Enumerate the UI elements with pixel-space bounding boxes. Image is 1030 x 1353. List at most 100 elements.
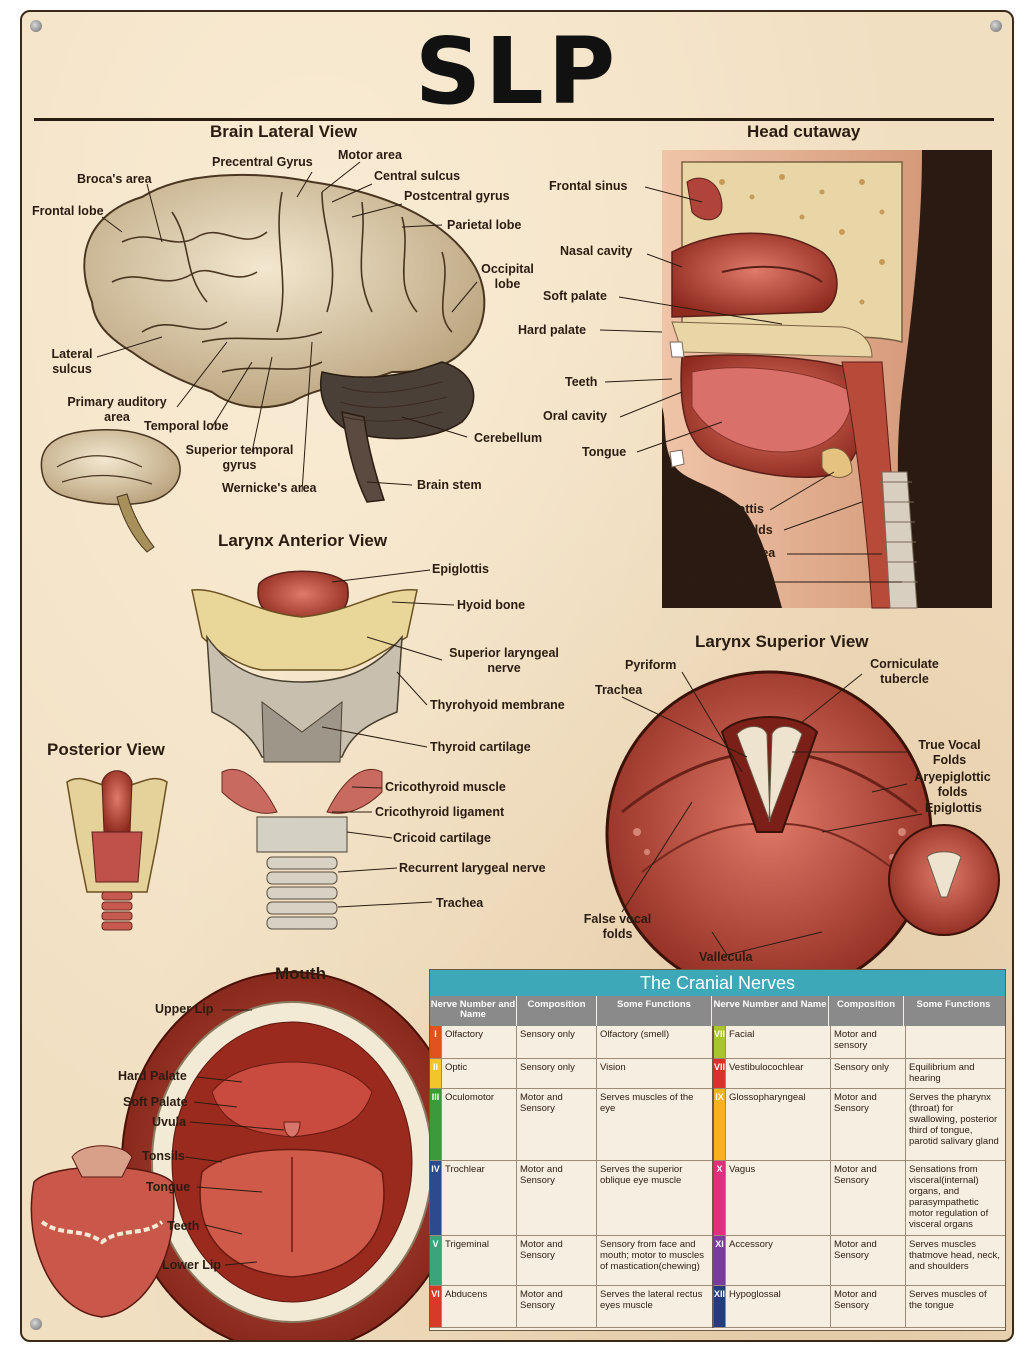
nerve-number-badge: III (430, 1089, 442, 1160)
col-header-functions: Some Functions (916, 999, 991, 1010)
nerve-number-badge: IX (714, 1089, 726, 1160)
nerve-number-badge: XI (714, 1236, 726, 1285)
nerve-number-badge: X (714, 1161, 726, 1235)
nerve-composition: Motor and Sensory (831, 1286, 906, 1327)
screw-icon (990, 20, 1002, 32)
nerve-number-badge: I (430, 1026, 442, 1058)
label-tongue-mouth: Tongue (146, 1180, 191, 1194)
cranial-nerves-title: The Cranial Nerves (430, 970, 1005, 996)
label-oral-cavity: Oral cavity (543, 409, 607, 423)
nerve-number-badge: IV (430, 1161, 442, 1235)
label-parietal-lobe: Parietal lobe (447, 218, 522, 232)
nerve-functions (906, 1026, 1005, 1058)
label-nasal-cavity: Nasal cavity (560, 244, 633, 258)
posterior-view-title: Posterior View (47, 740, 165, 759)
label-superior-temporal-gyrus: Superior temporal gyrus (185, 443, 294, 472)
label-wernickes-area: Wernicke's area (222, 481, 317, 495)
label-false-vocal-folds: False vocal folds (583, 912, 652, 941)
label-trachea: Trachea (728, 546, 776, 560)
nerve-number-badge: VIII (714, 1059, 726, 1088)
nerve-number-badge: XII (714, 1286, 726, 1327)
label-aryepiglottic-folds: Aryepiglottic folds (914, 770, 991, 799)
head-section-title: Head cutaway (747, 122, 861, 141)
nerve-functions: Serves the lateral rectus eyes muscle (600, 1289, 703, 1311)
label-lateral-sulcus: Lateral sulcus (51, 347, 93, 376)
nerve-functions: Equilibrium and hearing (909, 1062, 975, 1084)
label-epiglottis-anterior: Epiglottis (432, 562, 489, 576)
nerve-name: Trigeminal (442, 1236, 517, 1285)
slp-poster: SLP (20, 10, 1014, 1342)
label-occipital-lobe: Occipital lobe (481, 262, 534, 291)
col-header-functions: Some Functions (597, 996, 712, 1026)
nerve-number-badge: II (430, 1059, 442, 1088)
label-hard-palate: Hard palate (518, 323, 587, 337)
title-divider (34, 118, 994, 121)
label-frontal-sinus: Frontal sinus (549, 179, 628, 193)
nerve-functions: Serves muscles thatmove head, neck, and … (909, 1239, 1000, 1272)
nerve-name: Trochlear (442, 1161, 517, 1235)
label-precentral-gyrus: Precentral Gyrus (212, 155, 313, 169)
label-primary-auditory-area: Primary auditory area (67, 395, 167, 424)
label-pyriform: Pyriform (625, 658, 677, 672)
nerve-functions: Serves muscles of the tongue (909, 1289, 987, 1311)
label-esophagus: Esophagus (690, 575, 758, 589)
col-header-composition: Composition (829, 996, 904, 1026)
label-brain-stem: Brain stem (417, 478, 482, 492)
label-hyoid-bone: Hyoid bone (457, 598, 526, 612)
brain-section-title: Brain Lateral View (210, 122, 358, 141)
label-brocas-area: Broca's area (77, 172, 152, 186)
nerve-composition: Sensory only (517, 1059, 597, 1088)
label-cricoid-cartilage: Cricoid cartilage (393, 831, 491, 845)
nerve-composition: Motor and Sensory (831, 1161, 906, 1235)
label-recurrent-laryngeal-nerve: Recurrent larygeal nerve (399, 861, 546, 875)
screw-icon (30, 1318, 42, 1330)
label-postcentral-gyrus: Postcentral gyrus (404, 189, 510, 203)
cranial-nerves-header-row: Nerve Number and Name Composition Some F… (430, 996, 1005, 1026)
label-superior-laryngeal-nerve: Superior laryngeal nerve (449, 646, 559, 675)
nerve-composition: Motor and Sensory (831, 1089, 906, 1160)
nerve-name: Abducens (442, 1286, 517, 1327)
nerve-name: Optic (442, 1059, 517, 1088)
label-tongue: Tongue (582, 445, 627, 459)
poster-title: SLP (414, 18, 620, 125)
nerve-composition: Sensory only (831, 1059, 906, 1088)
label-tonsils: Tonsils (142, 1149, 185, 1163)
col-header-composition: Composition (517, 996, 597, 1026)
nerve-composition: Motor and Sensory (517, 1089, 597, 1160)
nerve-functions: Vision (600, 1062, 626, 1073)
label-upper-lip: Upper Lip (155, 1002, 214, 1016)
nerve-composition: Sensory only (517, 1026, 597, 1058)
nerve-functions: Serves muscles of the eye (600, 1092, 694, 1114)
posterior-view-illustration (66, 770, 168, 931)
leader-lines (96, 161, 923, 1266)
nerve-composition: Motor and Sensory (517, 1286, 597, 1327)
larynx-superior-title: Larynx Superior View (695, 632, 869, 651)
label-soft-palate-mouth: Soft Palate (123, 1095, 188, 1109)
label-uvula: Uvula (152, 1115, 187, 1129)
nerve-name: Vagus (726, 1161, 831, 1235)
label-soft-palate: Soft palate (543, 289, 607, 303)
label-frontal-lobe: Frontal lobe (32, 204, 104, 218)
nerve-name: Oculomotor (442, 1089, 517, 1160)
label-true-vocal-folds: True Vocal Folds (918, 738, 981, 767)
screw-icon (30, 20, 42, 32)
nerve-functions: Serves the pharynx (throat) for swallowi… (909, 1092, 999, 1147)
label-temporal-lobe: Temporal lobe (144, 419, 229, 433)
nerve-functions: Olfactory (smell) (600, 1029, 670, 1040)
nerve-composition: Motor and sensory (831, 1026, 906, 1058)
nerve-composition: Motor and Sensory (831, 1236, 906, 1285)
label-teeth: Teeth (565, 375, 598, 389)
label-thyrohyoid-membrane: Thyrohyoid membrane (430, 698, 565, 712)
col-header-nerve: Nerve Number and Name (430, 996, 517, 1026)
